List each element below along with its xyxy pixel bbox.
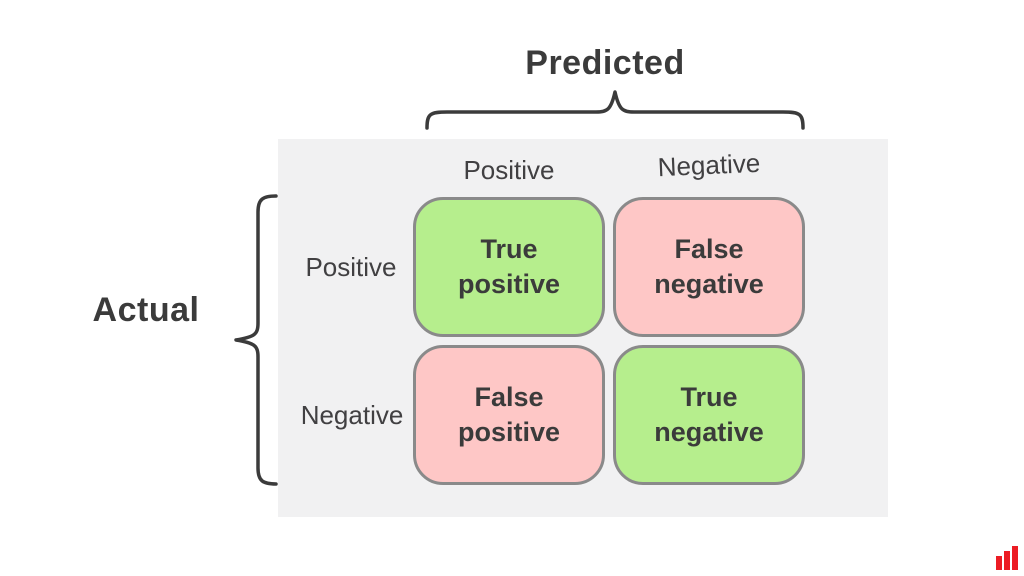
predicted-brace <box>425 90 805 130</box>
actual-title: Actual <box>92 291 200 329</box>
actual-brace <box>234 194 278 486</box>
cell-false-negative: False negative <box>613 197 805 337</box>
row-header-positive: Positive <box>305 252 397 282</box>
cell-false-positive: False positive <box>413 345 605 485</box>
bar-chart-icon-bar-medium <box>1004 551 1010 570</box>
bar-chart-icon <box>994 546 1018 570</box>
cell-true-negative: True negative <box>613 345 805 485</box>
predicted-title: Predicted <box>525 44 685 82</box>
bar-chart-icon-bar-small <box>996 556 1002 570</box>
bar-chart-icon-bar-large <box>1012 546 1018 570</box>
cell-true-positive: True positive <box>413 197 605 337</box>
row-header-negative: Negative <box>300 400 404 430</box>
column-header-positive: Positive <box>463 155 555 185</box>
